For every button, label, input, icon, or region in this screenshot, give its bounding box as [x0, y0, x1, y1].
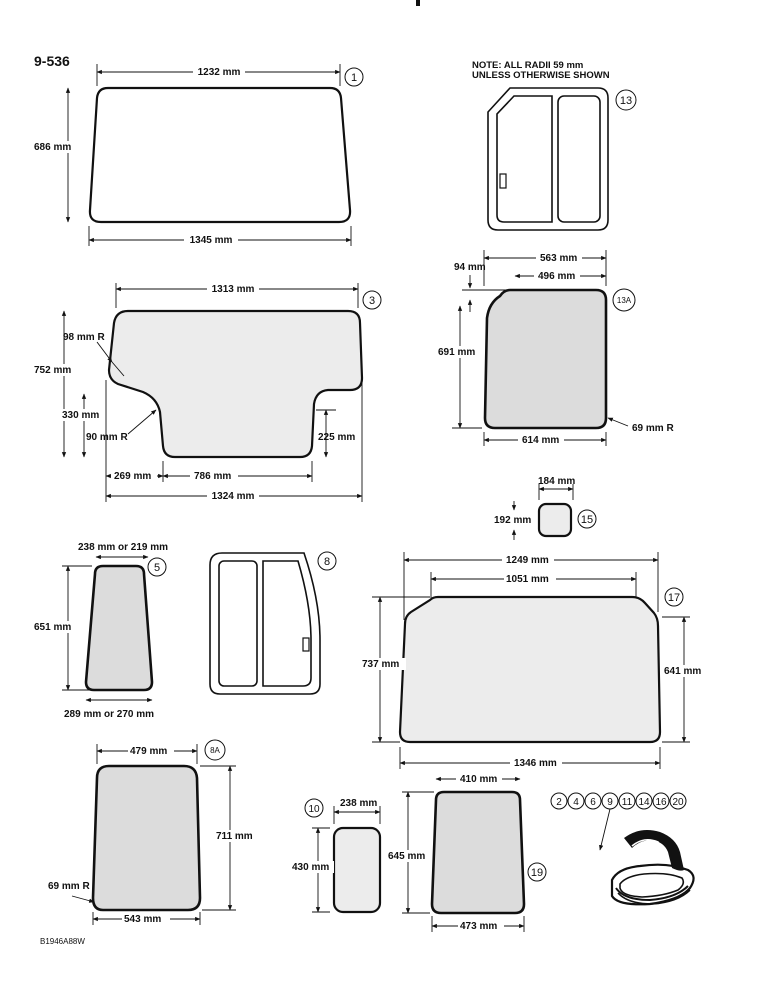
callout-1-circle [344, 67, 364, 87]
part-10-glass: 238 mm 430 mm [290, 798, 382, 914]
p19-top-dim: 410 mm [460, 774, 497, 785]
part-code: B1946A88W [40, 937, 85, 946]
seal-num-1: 2 [556, 797, 562, 808]
part-17-glass: 1249 mm 1051 mm 737 mm 641 mm 1346 mm [360, 552, 708, 769]
p1-top-dim: 1232 mm [198, 67, 241, 78]
callout-15: 15 [581, 514, 593, 526]
p13a-offset-dim: 94 mm [454, 262, 486, 273]
callout-13a-circle [612, 288, 636, 312]
note-line-2: UNLESS OTHERWISE SHOWN [472, 70, 610, 81]
part-1-glass: 1232 mm 686 mm 1345 mm [34, 64, 352, 246]
p19-bottom-dim: 473 mm [460, 921, 497, 932]
p3-center-dim: 786 mm [194, 471, 231, 482]
p13a-inner-dim: 496 mm [538, 271, 575, 282]
p19-height-dim: 645 mm [388, 851, 425, 862]
p10-width-dim: 238 mm [340, 798, 377, 809]
seal-num-4: 9 [607, 797, 613, 808]
p3-height-dim: 752 mm [34, 365, 71, 376]
seal-strip-illustration [610, 830, 695, 906]
p5-height-dim: 651 mm [34, 622, 71, 633]
seal-num-3: 6 [590, 797, 596, 808]
p5-bottom-dim: 289 mm or 270 mm [64, 709, 154, 720]
page-label: 9-536 [34, 53, 70, 69]
callout-17-circle [664, 587, 684, 607]
part-19-glass: 410 mm 645 mm 473 mm [386, 773, 526, 932]
part-13a-glass: 563 mm 94 mm 496 mm 691 mm 614 mm 69 mm … [436, 250, 674, 446]
p3-step-dim: 225 mm [318, 432, 355, 443]
p3-radius-inner-dim: 90 mm R [86, 432, 128, 443]
p3-lower-dim: 330 mm [62, 410, 99, 421]
p8a-radius-dim: 69 mm R [48, 881, 90, 892]
seal-num-8: 20 [672, 797, 684, 808]
p8a-bottom-dim: 543 mm [124, 914, 161, 925]
p10-height-dim: 430 mm [292, 862, 329, 873]
p13a-top-dim: 563 mm [540, 253, 577, 264]
callout-19: 19 [531, 867, 543, 879]
p1-bottom-dim: 1345 mm [190, 235, 233, 246]
p3-bottom-dim: 1324 mm [212, 491, 255, 502]
p17-bottom-dim: 1346 mm [514, 758, 557, 769]
p5-top-dim: 238 mm or 219 mm [78, 542, 168, 553]
seal-num-2: 4 [573, 797, 579, 808]
p13a-height-dim: 691 mm [438, 347, 475, 358]
callout-10-circle [304, 798, 324, 818]
p3-left-dim: 269 mm [114, 471, 151, 482]
part-15-glass: 184 mm 192 mm [494, 476, 575, 540]
callout-8: 8 [324, 556, 330, 568]
p3-top-dim: 1313 mm [212, 284, 255, 295]
part-3-glass: 1313 mm 98 mm R 752 mm 330 mm 90 mm R 22… [32, 283, 364, 502]
callout-8a-circle [204, 739, 226, 761]
callout-1: 1 [351, 72, 357, 84]
note-line-1: NOTE: ALL RADII 59 mm [472, 60, 583, 71]
callout-5: 5 [154, 562, 160, 574]
part-13-frame [487, 87, 609, 231]
seal-callout-chain: 2 4 6 9 11 14 16 20 [550, 792, 687, 851]
seal-num-7: 16 [655, 797, 667, 808]
callout-8-circle [317, 551, 337, 571]
callout-3: 3 [369, 295, 375, 307]
callout-8a: 8A [210, 746, 220, 755]
p17-right-dim: 641 mm [664, 666, 701, 677]
callout-19-circle [527, 862, 547, 882]
p8a-top-dim: 479 mm [130, 746, 167, 757]
p17-inner-dim: 1051 mm [506, 574, 549, 585]
callout-3-circle [362, 290, 382, 310]
callout-13-circle [615, 89, 637, 111]
callout-13: 13 [620, 95, 632, 107]
p15-width-dim: 184 mm [538, 476, 575, 487]
p15-height-dim: 192 mm [494, 515, 531, 526]
p13a-radius-dim: 69 mm R [632, 423, 674, 434]
part-8a-glass: 479 mm 711 mm 69 mm R 543 mm [48, 744, 260, 925]
p13a-bottom-dim: 614 mm [522, 435, 559, 446]
callout-17: 17 [668, 592, 680, 604]
p17-left-dim: 737 mm [362, 659, 399, 670]
seal-num-5: 11 [622, 797, 633, 808]
seal-num-6: 14 [638, 797, 650, 808]
p17-top-dim: 1249 mm [506, 555, 549, 566]
p1-height-dim: 686 mm [34, 142, 71, 153]
p3-radius-dim: 98 mm R [63, 332, 105, 343]
callout-10: 10 [308, 804, 320, 815]
callout-5-circle [147, 557, 167, 577]
p8a-height-dim: 711 mm [216, 831, 253, 842]
callout-13a: 13A [617, 296, 632, 305]
part-5-glass: 238 mm or 219 mm 651 mm 289 mm or 270 mm [32, 542, 168, 720]
callout-15-circle [577, 509, 597, 529]
part-8-frame [209, 552, 321, 695]
